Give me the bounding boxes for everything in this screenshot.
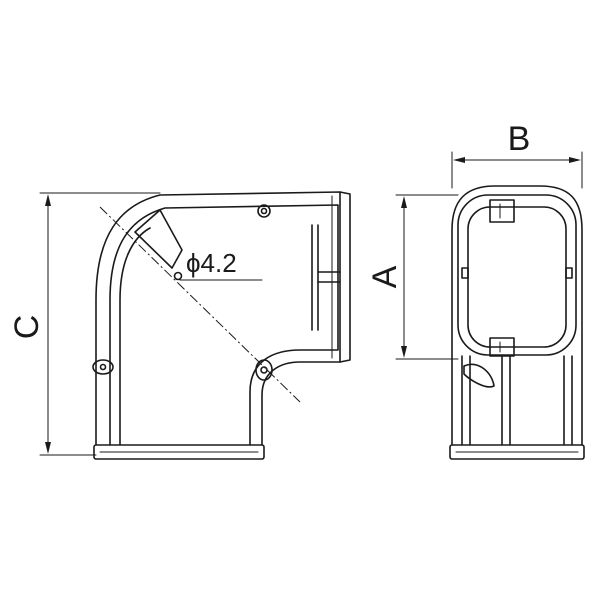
dimension-a: A	[366, 194, 459, 360]
mounting-hole-top-inner	[260, 207, 268, 215]
front-inner-frame	[467, 206, 567, 348]
center-line-45	[99, 206, 301, 403]
front-latch-tab	[463, 363, 495, 388]
front-clip-bottom	[489, 337, 515, 357]
hole-diameter-label: ϕ4.2	[186, 248, 237, 278]
dim-a-arrow-top	[401, 196, 407, 208]
dim-a-arrow-bottom	[401, 346, 407, 358]
front-outer-housing	[451, 185, 583, 456]
elbow-side-view: ϕ4.2	[92, 191, 351, 460]
mounting-tab-left	[92, 359, 114, 375]
dim-b-arrow-left	[453, 157, 465, 163]
dim-a-label: A	[366, 265, 404, 288]
mounting-tab-lower-hole	[260, 366, 268, 374]
front-outer-frame	[457, 194, 577, 356]
mounting-hole-top	[257, 204, 271, 218]
dimension-c: C	[8, 192, 161, 456]
front-nub-left	[461, 267, 469, 279]
front-view	[449, 185, 585, 460]
mounting-tab-left-hole	[99, 363, 107, 371]
front-clip-top	[489, 199, 515, 223]
dimension-b: B	[451, 120, 583, 189]
dim-b-label: B	[508, 120, 531, 158]
dim-b-arrow-right	[569, 157, 581, 163]
elbow-inner-rib	[119, 227, 151, 446]
dim-c-arrow-top	[45, 194, 51, 206]
hole-phi	[173, 271, 183, 281]
mounting-tab-lower	[255, 359, 273, 381]
dim-c-arrow-bottom	[45, 442, 51, 454]
dim-c-label: C	[8, 315, 46, 340]
elbow-cutout	[134, 209, 183, 269]
elbow-outer-profile	[95, 191, 351, 449]
front-nub-right	[565, 267, 573, 279]
